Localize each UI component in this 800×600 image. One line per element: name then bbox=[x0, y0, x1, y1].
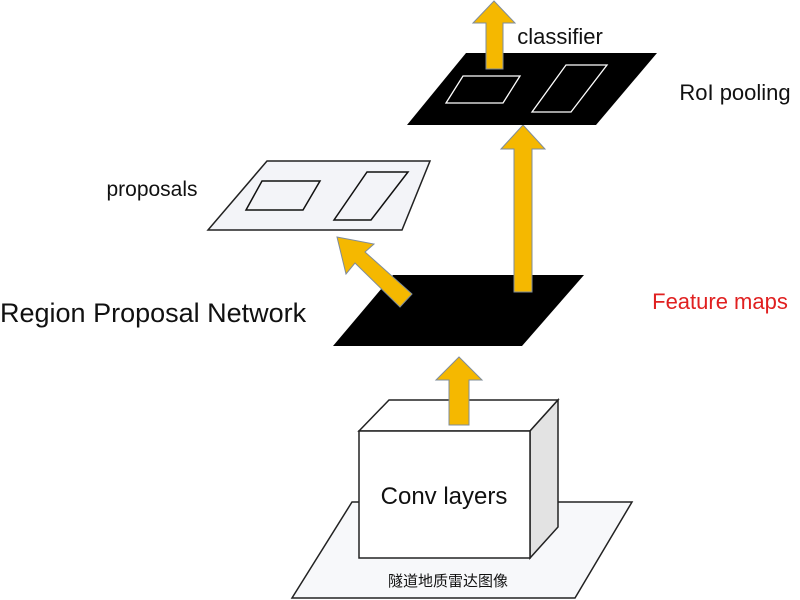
feature-maps-plane bbox=[333, 275, 584, 346]
proposals-plane bbox=[206, 160, 432, 231]
input-image-label: 隧道地质雷达图像 bbox=[388, 573, 508, 590]
roi-pooling-label: RoI pooling bbox=[679, 80, 790, 105]
roi-box-1 bbox=[444, 75, 522, 104]
conv-box-front bbox=[358, 430, 531, 559]
proposal-box-1 bbox=[244, 180, 322, 211]
arrow-feature-to-roi bbox=[499, 124, 547, 293]
roi-box-2 bbox=[530, 64, 609, 113]
rpn-label: Region Proposal Network bbox=[0, 298, 307, 328]
arrow-feature-to-proposals bbox=[336, 236, 413, 308]
arrow-roi-to-classifier bbox=[471, 0, 517, 70]
roi-pooling-plane bbox=[407, 53, 657, 125]
conv-layers-box bbox=[357, 398, 560, 560]
feature-maps-label: Feature maps bbox=[652, 289, 788, 314]
arrow-conv-to-feature-maps bbox=[434, 356, 484, 426]
proposal-box-2 bbox=[332, 171, 410, 221]
classifier-label: classifier bbox=[517, 24, 603, 49]
proposals-label: proposals bbox=[106, 178, 197, 201]
conv-layers-label: Conv layers bbox=[381, 483, 508, 510]
